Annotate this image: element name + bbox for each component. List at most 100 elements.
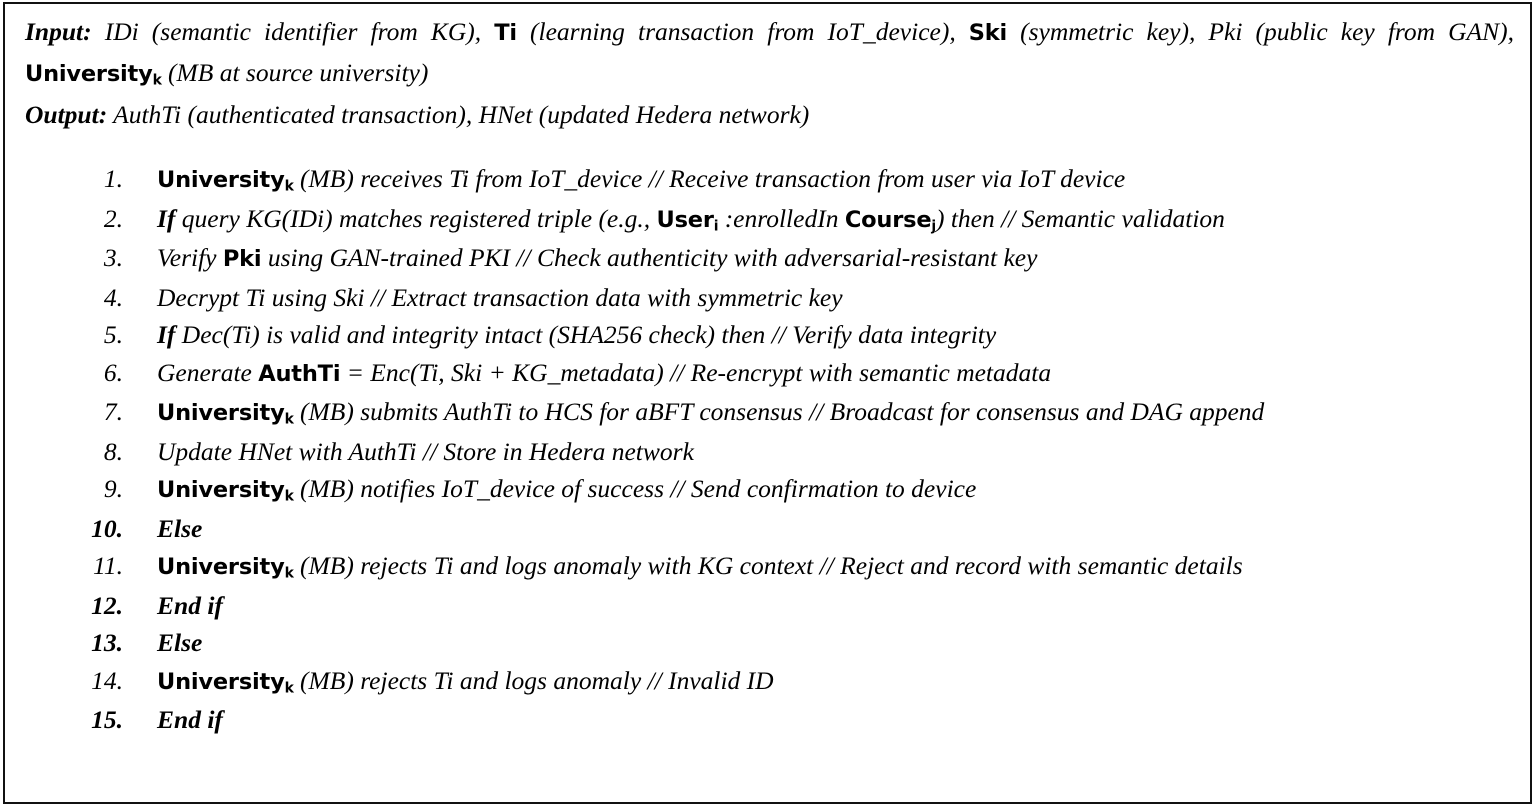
- step-text: Verify Pki using GAN-trained PKI // Chec…: [157, 243, 1037, 272]
- token-subscript: j: [931, 217, 936, 234]
- algorithm-input-line: Input: IDi (semantic identifier from KG)…: [19, 12, 1516, 95]
- token-university: Universityk: [157, 669, 294, 695]
- step-keyword: Else: [157, 628, 203, 657]
- input-text-3: (symmetric key), Pki (public key from GA…: [1007, 17, 1514, 46]
- step-text: If query KG(IDi) matches registered trip…: [157, 204, 1225, 233]
- step-text: Universityk (MB) rejects Ti and logs ano…: [157, 666, 774, 695]
- input-text-1: IDi (semantic identifier from KG),: [91, 17, 495, 46]
- step-phrase: (MB) rejects Ti and logs anomaly with KG…: [293, 551, 1243, 580]
- step-number: 8.: [103, 436, 123, 466]
- step-number: 4.: [103, 282, 123, 312]
- step-number: 14.: [91, 665, 123, 695]
- step-text: Else: [157, 628, 202, 657]
- step-number: 10.: [91, 513, 123, 543]
- step-keyword: If: [157, 203, 176, 233]
- step-number: 12.: [91, 590, 123, 620]
- token-university: Universityk: [157, 400, 294, 426]
- algorithm-step: 9. Universityk (MB) notifies IoT_device o…: [19, 470, 1516, 510]
- algorithm-step: 10. Else: [19, 510, 1516, 548]
- algorithm-step: 3. Verify Pki using GAN-trained PKI // Ch…: [19, 239, 1516, 279]
- algorithm-step: 8. Update HNet with AuthTi // Store in He…: [19, 433, 1516, 471]
- step-phrase: Dec(Ti) is valid and integrity intact (S…: [175, 320, 997, 349]
- step-phrase: (MB) submits AuthTi to HCS for aBFT cons…: [293, 397, 1265, 426]
- step-phrase: Decrypt Ti using Ski // Extract transact…: [157, 282, 843, 312]
- token-text: University: [157, 477, 285, 503]
- input-text-4: (MB at source university): [161, 58, 429, 87]
- step-keyword: Else: [157, 513, 203, 543]
- step-text: Decrypt Ti using Ski // Extract transact…: [157, 283, 843, 312]
- token-university-subscript: k: [152, 72, 162, 89]
- input-text-2: (learning transaction from IoT_device),: [516, 17, 969, 46]
- step-keyword: End if: [157, 705, 223, 734]
- step-phrase: Update HNet with AuthTi // Store in Hede…: [157, 436, 694, 466]
- step-phrase: ) then // Semantic validation: [935, 203, 1225, 233]
- algorithm-output-line: Output: AuthTi (authenticated transactio…: [19, 95, 1516, 134]
- step-number: 9.: [103, 474, 123, 503]
- token-authti: AuthTi: [258, 361, 340, 387]
- step-number: 13.: [91, 628, 123, 657]
- step-text: Universityk (MB) submits AuthTi to HCS f…: [157, 397, 1264, 426]
- token-subscript: i: [713, 217, 719, 234]
- token-text: AuthTi: [258, 360, 341, 387]
- step-phrase: :enrolledIn: [718, 203, 845, 233]
- step-phrase: (MB) notifies IoT_device of success // S…: [293, 474, 977, 503]
- algorithm-steps-list: 1.Universityk (MB) receives Ti from IoT_…: [19, 160, 1516, 739]
- algorithm-step: 5. If Dec(Ti) is valid and integrity inta…: [19, 316, 1516, 354]
- token-user: Useri: [657, 207, 719, 233]
- step-phrase: (MB) rejects Ti and logs anomaly // Inva…: [293, 665, 774, 695]
- algorithm-step: 7. Universityk (MB) submits AuthTi to HCS…: [19, 393, 1516, 433]
- step-number: 5.: [103, 320, 123, 349]
- step-text: End if: [157, 705, 223, 734]
- step-number: 11.: [93, 551, 123, 580]
- token-text: University: [157, 167, 285, 193]
- token-ti: Ti: [494, 20, 517, 46]
- step-phrase: Generate: [157, 357, 259, 387]
- token-pki: Pki: [223, 246, 262, 272]
- step-number: 6.: [103, 357, 123, 387]
- step-keyword: If: [157, 320, 176, 349]
- step-text: Universityk (MB) receives Ti from IoT_de…: [157, 164, 1125, 193]
- step-phrase: using GAN-trained PKI // Check authentic…: [261, 243, 1038, 272]
- step-keyword: End if: [157, 590, 223, 620]
- step-text: End if: [157, 591, 223, 620]
- step-text: Else: [157, 514, 202, 543]
- step-phrase: Verify: [157, 243, 223, 272]
- step-phrase: query KG(IDi) matches registered triple …: [175, 203, 657, 233]
- token-ski: Ski: [968, 20, 1008, 46]
- token-text: Course: [844, 206, 932, 233]
- token-text: University: [157, 400, 285, 426]
- step-text: If Dec(Ti) is valid and integrity intact…: [157, 320, 996, 349]
- token-text: University: [157, 668, 285, 695]
- algorithm-step: 11. Universityk (MB) rejects Ti and logs …: [19, 547, 1516, 587]
- token-university: Universityk: [157, 477, 294, 503]
- token-university: Universityk: [25, 61, 162, 87]
- algorithm-step: 4. Decrypt Ti using Ski // Extract transa…: [19, 279, 1516, 317]
- token-subscript: k: [284, 565, 294, 582]
- token-text: University: [157, 554, 285, 580]
- token-text: User: [656, 206, 714, 233]
- algorithm-step: 1. Universityk (MB) receives Ti from IoT_…: [19, 160, 1516, 200]
- token-text: Pki: [222, 246, 262, 272]
- token-subscript: k: [284, 411, 294, 428]
- token-subscript: k: [284, 178, 294, 195]
- token-university: Universityk: [157, 554, 294, 580]
- step-number: 3.: [103, 243, 123, 272]
- step-phrase: (MB) receives Ti from IoT_device // Rece…: [293, 164, 1126, 193]
- step-text: Update HNet with AuthTi // Store in Hede…: [157, 437, 694, 466]
- algorithm-step: 12. End if: [19, 587, 1516, 625]
- step-number: 7.: [103, 397, 123, 426]
- algorithm-step: 2.If query KG(IDi) matches registered tr…: [19, 200, 1516, 240]
- input-label: Input:: [25, 17, 92, 46]
- step-number: 15.: [91, 705, 123, 734]
- algorithm-step: 6. Generate AuthTi = Enc(Ti, Ski + KG_met…: [19, 354, 1516, 394]
- step-number: 1.: [103, 164, 123, 193]
- token-university: Universityk: [157, 167, 294, 193]
- algorithm-step: 15. End if: [19, 701, 1516, 739]
- algorithm-box: Input: IDi (semantic identifier from KG)…: [3, 2, 1532, 804]
- token-subscript: k: [284, 679, 294, 696]
- step-phrase: = Enc(Ti, Ski + KG_metadata) // Re-encry…: [340, 357, 1052, 387]
- token-university-text: University: [25, 61, 153, 87]
- token-course: Coursej: [845, 207, 936, 233]
- step-text: Generate AuthTi = Enc(Ti, Ski + KG_metad…: [157, 358, 1051, 387]
- algorithm-step: 13. Else: [19, 624, 1516, 662]
